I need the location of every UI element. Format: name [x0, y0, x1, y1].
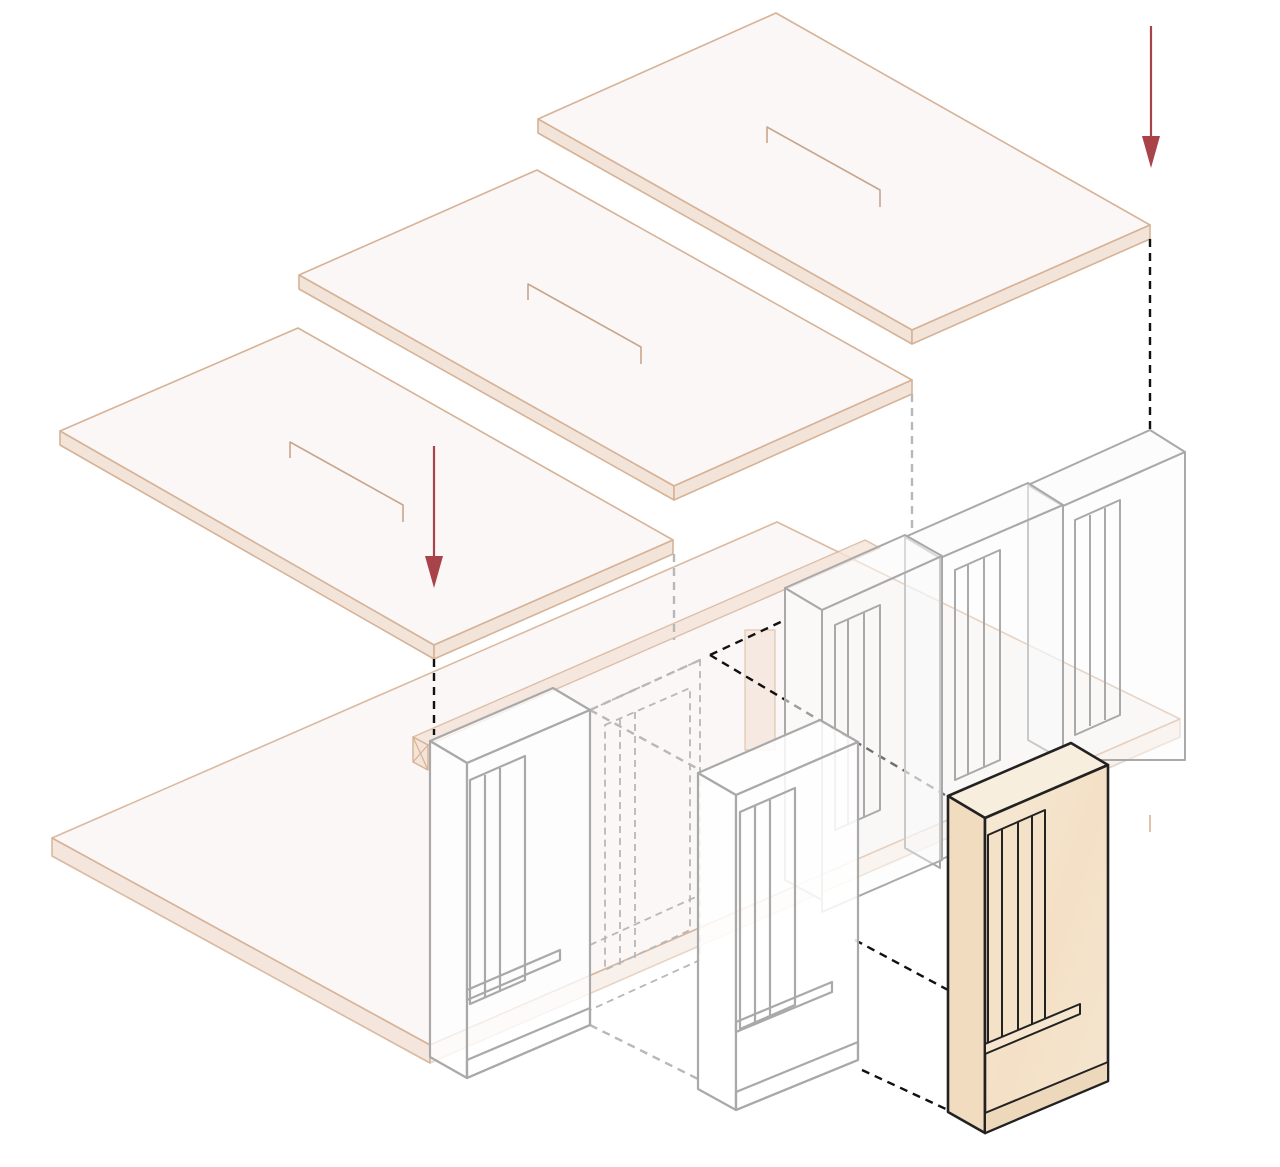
slab-middle — [298, 169, 913, 501]
slab-right — [537, 12, 1151, 345]
window-module-front-left — [428, 686, 592, 1080]
window-module-front-middle — [696, 718, 860, 1112]
down-arrow-left — [425, 446, 443, 588]
window-module-highlighted — [946, 741, 1110, 1135]
down-arrow-right — [1142, 26, 1160, 168]
slab-left — [59, 327, 674, 660]
